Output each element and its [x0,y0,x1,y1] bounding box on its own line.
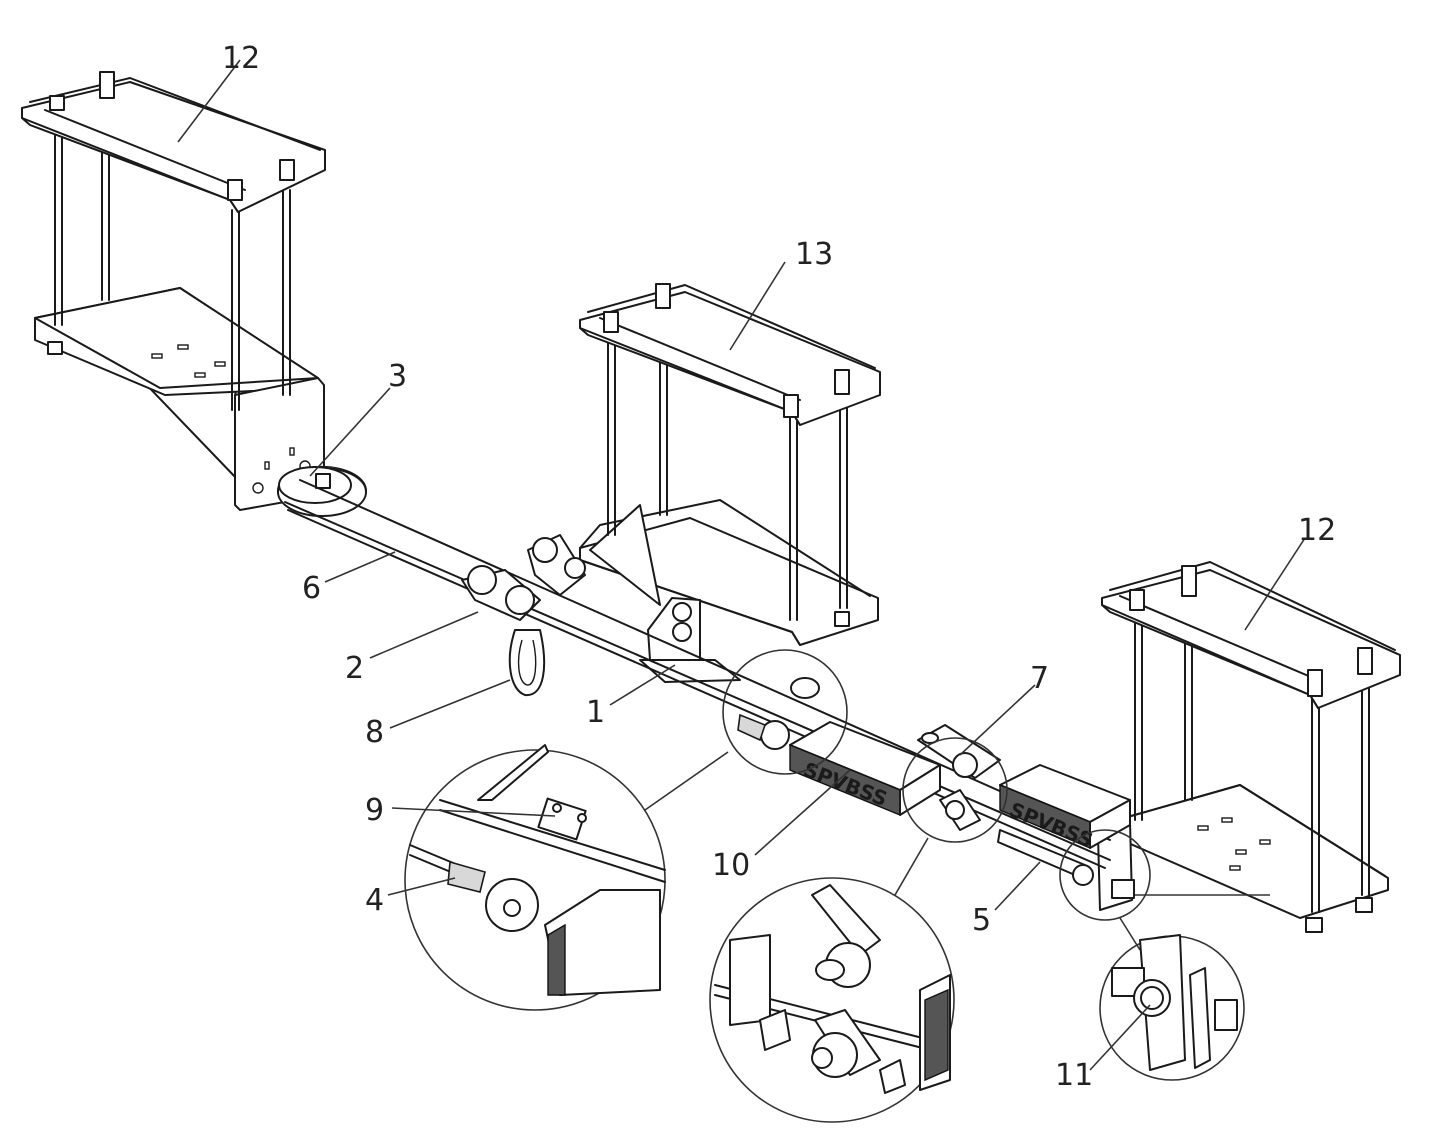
callout-7: 7 [1030,661,1049,696]
leader-lines [177,59,1306,1071]
callout-13: 13 [795,237,833,272]
callout-6: 6 [302,571,321,606]
detail-views [404,649,1245,1123]
left-bracket-assembly [21,71,326,511]
callout-9: 9 [365,793,384,828]
detail-end-bolt [1099,934,1245,1081]
callout-labels: 1 2 3 4 5 6 7 8 9 10 11 12 12 13 [222,41,1336,1093]
callout-12-left: 12 [222,41,260,76]
callout-11: 11 [1055,1058,1093,1093]
cable-line: SPVBSS SPVBSS [277,465,1131,886]
callout-8: 8 [365,715,384,750]
detail-connectors [709,877,955,1123]
detail-rope-end [404,744,666,1011]
callout-3: 3 [388,359,407,394]
callout-1: 1 [586,695,605,730]
right-bracket-assembly [1097,561,1401,933]
center-bracket-assembly [579,283,881,683]
callout-12-right: 12 [1298,513,1336,548]
callout-10: 10 [712,848,750,883]
callout-4: 4 [365,883,384,918]
callout-5: 5 [972,903,991,938]
callout-2: 2 [345,651,364,686]
